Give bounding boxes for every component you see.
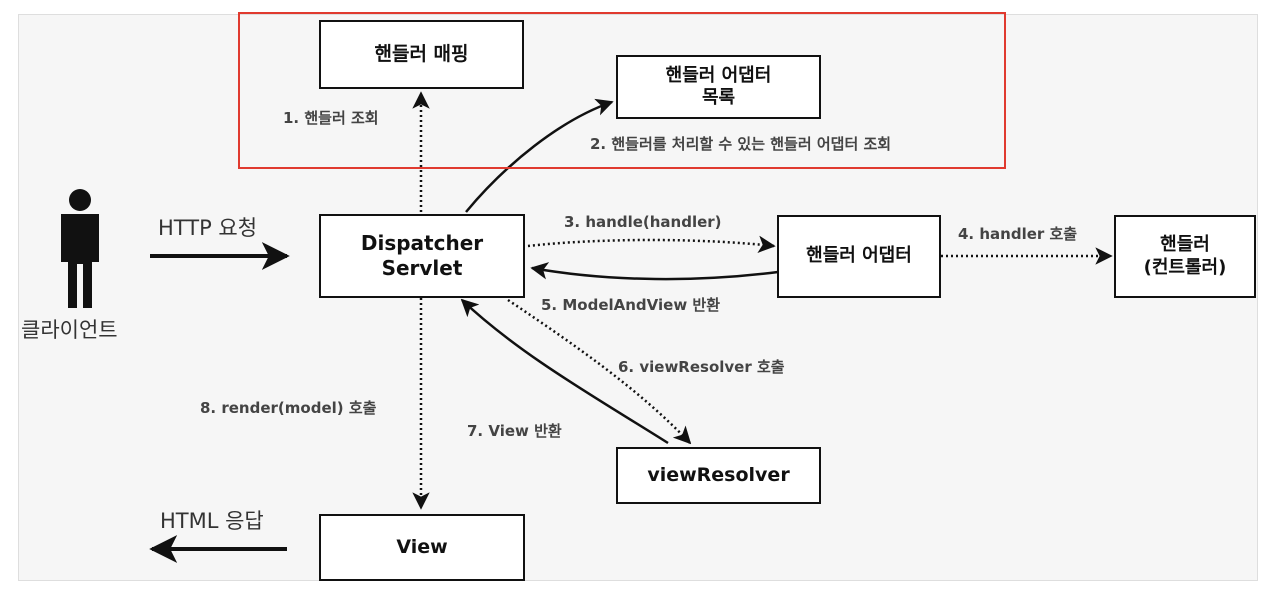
step2-arrow	[465, 98, 614, 213]
step4-label: 4. handler 호출	[958, 225, 1078, 243]
person-icon	[61, 189, 99, 308]
handler-mapping-label: 핸들러 매핑	[374, 42, 469, 65]
view-box: View	[319, 514, 525, 581]
view-resolver-box: viewResolver	[616, 447, 821, 504]
step8-label: 8. render(model) 호출	[200, 399, 377, 417]
step5-arrow	[530, 262, 779, 281]
html-response-label: HTML 응답	[160, 509, 264, 533]
dispatcher-servlet-line2: Servlet	[381, 256, 463, 280]
step6-label: 6. viewResolver 호출	[618, 358, 785, 376]
handler-mapping-box: 핸들러 매핑	[319, 20, 524, 89]
handler-box: 핸들러 (컨트롤러)	[1114, 215, 1256, 298]
handler-adapter-box: 핸들러 어댑터	[777, 215, 941, 298]
step7-label: 7. View 반환	[467, 422, 562, 440]
handler-adapter-list-line2: 목록	[701, 87, 736, 108]
handler-adapter-label: 핸들러 어댑터	[806, 245, 912, 267]
handler-adapter-list-box: 핸들러 어댑터 목록	[616, 55, 821, 119]
dispatcher-servlet-line1: Dispatcher	[360, 231, 484, 255]
handler-line1: 핸들러	[1160, 234, 1210, 255]
step1-label: 1. 핸들러 조회	[283, 109, 379, 127]
step2-label: 2. 핸들러를 처리할 수 있는 핸들러 어댑터 조회	[590, 135, 892, 153]
handler-adapter-list-line1: 핸들러 어댑터	[665, 64, 772, 86]
dispatcher-servlet-box: Dispatcher Servlet	[319, 214, 525, 298]
view-resolver-label: viewResolver	[647, 463, 790, 486]
handler-line2: (컨트롤러)	[1143, 256, 1227, 278]
step3-arrow	[527, 235, 776, 254]
http-request-label: HTTP 요청	[158, 216, 258, 240]
step5-label: 5. ModelAndView 반환	[541, 296, 721, 314]
client-label: 클라이언트	[21, 318, 118, 342]
step3-label: 3. handle(handler)	[564, 213, 722, 231]
step7-arrow	[460, 298, 669, 445]
step6-arrow	[507, 298, 692, 445]
view-label: View	[396, 535, 448, 558]
